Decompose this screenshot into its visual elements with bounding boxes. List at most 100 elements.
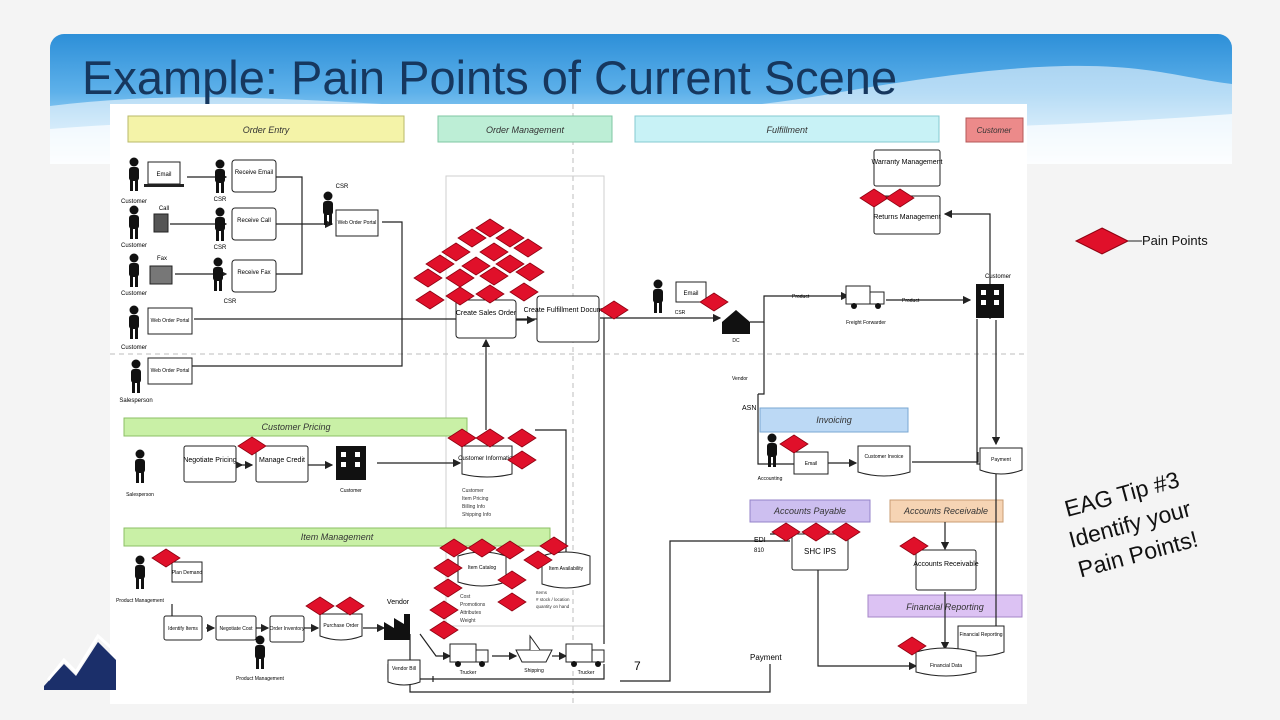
edge-label-edi-code: 810	[754, 548, 765, 554]
svg-text:Attributes: Attributes	[460, 610, 482, 616]
company-logo-icon	[44, 633, 117, 690]
slide-title: Example: Pain Points of Current Scene	[82, 51, 898, 104]
pain-point-marker	[305, 596, 335, 616]
actor-label: CSR	[214, 245, 227, 251]
node-label: Web Order Portal	[151, 368, 190, 374]
pain-point-marker	[509, 282, 539, 302]
lane-invoicing: Invoicing	[759, 407, 909, 433]
node-plan-demand: Plan Demand	[171, 561, 203, 583]
pain-point-marker	[415, 290, 445, 310]
svg-text:Items: Items	[536, 590, 548, 595]
pain-point-marker	[779, 434, 809, 454]
node-label: Returns Management	[873, 214, 940, 221]
node-create-sales-order: Create Sales Order	[455, 299, 517, 339]
lane-customer-pricing-label: Customer Pricing	[261, 422, 330, 432]
lane-item-management-label: Item Management	[301, 532, 374, 542]
actor-label: CSR	[214, 197, 227, 203]
pain-point-marker	[445, 268, 475, 288]
lane-invoicing-label: Invoicing	[816, 415, 852, 425]
process-diagram-canvas: Order Entry Order Management Fulfillment…	[110, 104, 1027, 704]
node-label: Warranty Management	[872, 159, 943, 166]
svg-text:quantity on hand: quantity on hand	[536, 604, 570, 609]
actor-label: Customer	[121, 345, 147, 351]
lane-customer-label: Customer	[977, 126, 1012, 135]
node-financial-data: Financial Data	[915, 647, 977, 677]
item-availability-notes: Items # stock / location quantity on han…	[536, 590, 570, 609]
freight-truck-icon: Freight Forwarder	[845, 285, 886, 326]
node-fulfillment-email: Email	[675, 281, 707, 303]
actor-customer-fax: Customer	[121, 253, 147, 297]
lane-accounts-payable-label: Accounts Payable	[773, 506, 846, 516]
node-label: Create Fulfillment Document	[524, 307, 613, 314]
node-receive-email: Receive Email	[231, 159, 277, 193]
edge-label-asn: ASN	[742, 405, 756, 412]
node-purchase-order: Purchase Order	[319, 613, 363, 641]
customer-info-notes: Customer Item Pricing Billing Info Shipp…	[462, 488, 491, 518]
node-label: Plan Demand	[172, 570, 203, 576]
node-label: Trucker	[578, 670, 595, 676]
edge-label-payment: Payment	[750, 653, 782, 662]
edge-label-edi: EDI	[754, 537, 766, 544]
actor-csr-fulfillment: CSR	[653, 279, 686, 316]
node-label: Item Availability	[549, 566, 584, 572]
node-vendor-bill: Vendor Bill	[387, 659, 421, 686]
legend-pain-point-icon	[1074, 227, 1142, 255]
node-label: Receive Fax	[237, 270, 270, 276]
phone-icon: Call	[153, 206, 169, 233]
trucker-icon-2: Trucker	[565, 643, 605, 676]
actor-label: CSR	[224, 299, 237, 305]
node-receive-call: Receive Call	[231, 207, 277, 241]
actor-csr-portal: CSR	[323, 184, 349, 225]
node-label: Purchase Order	[323, 623, 359, 629]
actor-csr-email: CSR	[214, 159, 227, 203]
node-label: Email	[683, 291, 698, 297]
edge-label-product: Product	[902, 298, 920, 304]
actor-csr-fax: CSR	[213, 257, 237, 305]
actor-accounting: Accounting	[758, 433, 783, 482]
svg-text:Customer: Customer	[462, 488, 484, 494]
edge-label-vendor: Vendor	[732, 376, 748, 382]
pain-point-marker	[507, 428, 537, 448]
node-manage-credit: Manage Credit	[255, 445, 309, 483]
lane-accounts-receivable: Accounts Receivable	[889, 499, 1004, 523]
lane-order-management: Order Management	[437, 115, 613, 143]
vendor-factory-icon: Vendor	[384, 599, 410, 640]
legend-pain-points-label: Pain Points	[1142, 233, 1208, 248]
actor-customer-portal: Customer	[121, 305, 147, 351]
pain-point-marker	[497, 592, 527, 612]
svg-text:Shipping Info: Shipping Info	[462, 512, 491, 518]
node-label: Web Order Portal	[338, 220, 377, 226]
node-customer-web-order-portal: Web Order Portal	[147, 307, 193, 335]
actor-product-management-plan: Product Management	[116, 555, 165, 604]
lane-order-management-label: Order Management	[486, 125, 565, 135]
node-label: Shipping	[524, 668, 544, 674]
actor-customer-email: Customer	[121, 157, 147, 205]
node-csr-web-order-portal: Web Order Portal	[335, 209, 379, 237]
node-email-label: Email	[156, 172, 171, 178]
node-shc-ips: SHC IPS	[791, 533, 849, 571]
node-negotiate-cost: Negotiate Cost	[215, 615, 257, 641]
node-label: Freight Forwarder	[846, 320, 886, 326]
actor-label: CSR	[336, 184, 349, 190]
actor-label: CSR	[675, 310, 686, 316]
node-dc-label: DC	[732, 338, 740, 344]
actor-label: Customer	[121, 291, 147, 297]
node-label: Trucker	[460, 670, 477, 676]
fax-icon: Fax	[149, 256, 173, 285]
node-label: Web Order Portal	[151, 318, 190, 324]
node-label: Financial Data	[930, 663, 962, 669]
actor-label: Product Management	[116, 598, 164, 604]
svg-text:Billing Info: Billing Info	[462, 504, 485, 510]
node-label: Negotiate Pricing	[183, 457, 236, 464]
node-label: Order Inventory	[270, 626, 305, 632]
node-label: Identify Items	[168, 626, 198, 632]
node-label: Manage Credit	[259, 457, 305, 464]
node-label: Customer Information	[458, 456, 516, 462]
node-label: Item Catalog	[468, 565, 497, 571]
node-label: Accounts Receivable	[913, 561, 978, 568]
node-invoicing-email: Email	[793, 451, 829, 475]
lane-order-entry-label: Order Entry	[243, 125, 290, 135]
customer-building-icon: Customer	[976, 274, 1011, 318]
actor-salesperson-pricing: Salesperson	[126, 449, 154, 498]
node-label: Payment	[991, 457, 1011, 463]
